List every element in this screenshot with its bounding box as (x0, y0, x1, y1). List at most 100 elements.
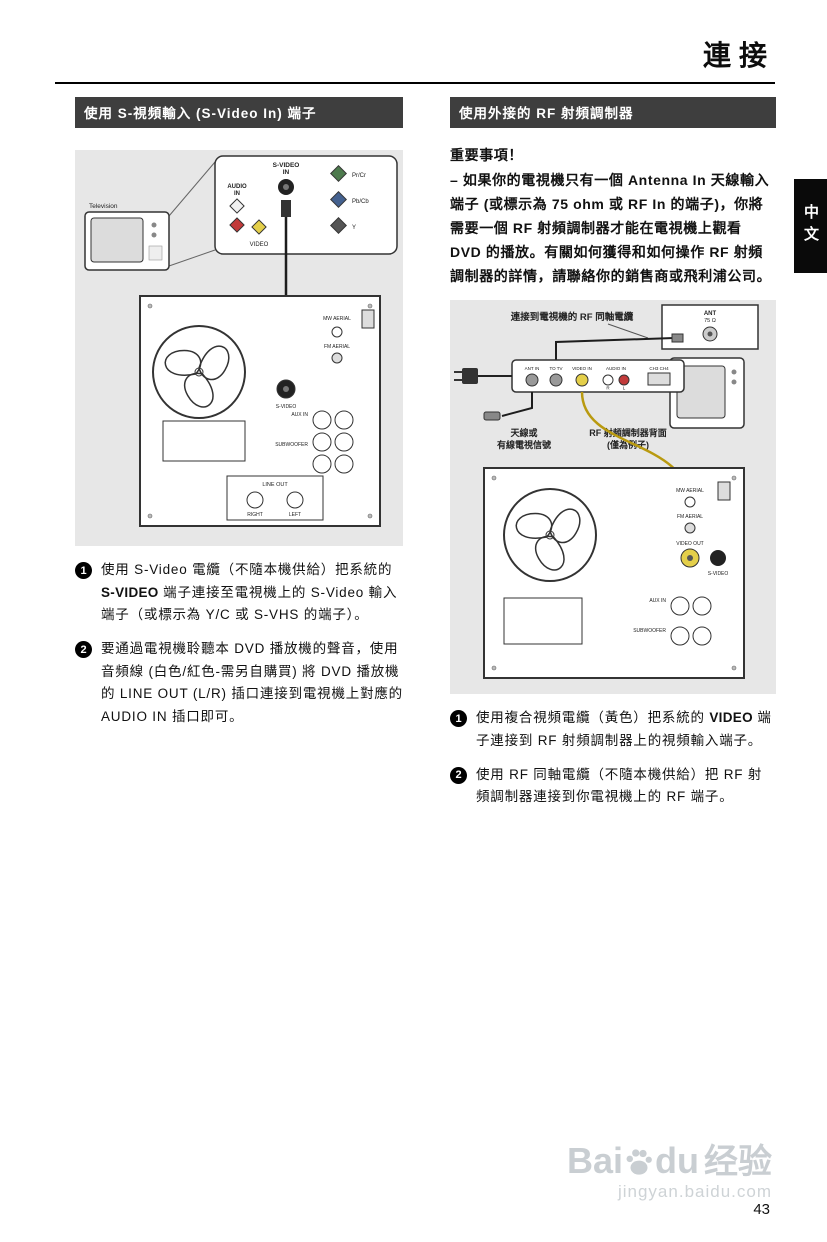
watermark-text-bai: Bai (566, 1140, 624, 1181)
rca-jack-icon (670, 626, 690, 646)
important-note: 重要事項！ – 如果你的電視機只有一個 Antenna In 天線輸入端子 (或… (450, 143, 776, 288)
section-svideo: 使用 S-視頻輸入 (S-Video In) 端子 Television (75, 97, 403, 740)
language-tab: 中文 (794, 179, 827, 273)
rf-coax-cable (555, 337, 675, 361)
rf-connection-diagram: 連接到電視機的 RF 同軸電纜 ANT 75 Ω (450, 300, 776, 695)
page-title: 連接 (702, 40, 775, 71)
watermark-text-du: du (655, 1140, 699, 1181)
line-out-label: LINE OUT (262, 482, 288, 488)
rf-modulator: ANT IN TO TV VIDEO IN AUDIO IN R L CH3 C… (454, 359, 685, 394)
component-pb-jack-icon (330, 191, 347, 208)
subwoofer-label: SUBWOOFER (275, 442, 308, 448)
tv-knob-2 (731, 379, 737, 385)
mw-aerial-jack-icon (331, 326, 343, 338)
tv-knob-1 (151, 222, 157, 228)
screw-icon (731, 666, 737, 671)
screw-icon (147, 513, 153, 519)
antenna-feed-cable (501, 392, 533, 418)
step-text-post: 端子連接到 RF 射頻調制器上的視頻輸入端子。 (476, 710, 772, 749)
step-item: 2 使用 RF 同軸電纜（不隨本機供給）把 RF 射頻調制器連接到你電視機上的 … (450, 764, 776, 809)
svideo-out-jack-icon (710, 550, 726, 567)
pb-label: Pb/Cb (352, 199, 369, 205)
audio-in-label: AUDIO IN (606, 366, 626, 371)
dvd-rear-panel: MW AERIAL FM AERIAL S-VIDEO AUX IN SUBWO… (139, 295, 381, 527)
step-number-badge: 2 (75, 641, 92, 659)
step-number-badge: 1 (75, 562, 92, 579)
step-item: 2 要通過電視機聆聽本 DVD 播放機的聲音，使用音頻線 (白色/紅色-需另自購… (75, 638, 403, 729)
l-label: L (623, 386, 626, 391)
step-text: 使用複合視頻電纜（黃色）把系統的 VIDEO 端子連接到 RF 射頻調制器上的視… (476, 707, 776, 752)
step-text-bold: S-VIDEO (101, 584, 159, 600)
svideo-zoom-panel: S-VIDEO IN AUDIO IN VIDEO Pr/Cr Pb/Cb (214, 155, 398, 255)
dvd-rear-panel-right: MW AERIAL FM AERIAL VIDEO OUT S-VIDEO AU… (483, 467, 745, 680)
step-text: 要通過電視機聆聽本 DVD 播放機的聲音，使用音頻線 (白色/紅色-需另自購買)… (101, 638, 403, 729)
cooling-fan-icon (503, 488, 597, 583)
audio-jack-white-icon (229, 198, 245, 214)
audio-l-jack-icon (618, 374, 630, 386)
pr-label: Pr/Cr (352, 173, 366, 179)
rf-instruction-steps: 1 使用複合視頻電纜（黃色）把系統的 VIDEO 端子連接到 RF 射頻調制器上… (450, 707, 776, 809)
power-plug-icon (462, 368, 478, 385)
step-text-pre: 使用複合視頻電纜（黃色）把系統的 (476, 710, 710, 726)
screw-icon (491, 666, 497, 671)
svideo-diagram-svg: Television S-VIDEO IN AUDIO IN (84, 155, 398, 527)
section-header-svideo: 使用 S-視頻輸入 (S-Video In) 端子 (75, 97, 403, 128)
screw-icon (731, 476, 737, 481)
tv-knob-1 (731, 369, 737, 375)
tv-illustration: Television (84, 203, 170, 271)
power-switch-icon (361, 309, 375, 329)
important-text: – 如果你的電視機只有一個 Antenna In 天線輸入端子 (或標示為 75… (450, 172, 772, 285)
step-number-badge: 2 (450, 766, 467, 784)
rca-jack-icon (334, 410, 354, 430)
line-out-right-jack-icon (246, 491, 264, 509)
r-label: R (606, 386, 610, 391)
rca-jack-icon (670, 596, 690, 616)
subwoofer-label: SUBWOOFER (633, 628, 666, 634)
audio-r-jack-icon (602, 374, 614, 386)
modulator-note-line2: (僅為例子) (607, 439, 649, 450)
svideo-label: S-VIDEO (708, 571, 729, 577)
watermark-url: jingyan.baidu.com (617, 1182, 772, 1201)
rf-diagram-svg: 連接到電視機的 RF 同軸電纜 ANT 75 Ω (454, 304, 759, 680)
tv-illustration-right (669, 357, 745, 430)
coax-note-pointer (607, 323, 649, 339)
ant-in-label: ANT IN (525, 366, 540, 371)
audio-jack-red-icon (229, 217, 245, 233)
coax-connector-icon (671, 333, 684, 343)
fm-aerial-label: FM AERIAL (324, 344, 350, 350)
video-in-label: VIDEO IN (572, 366, 592, 371)
line-out-left-jack-icon (286, 491, 304, 509)
section-rf-modulator: 使用外接的 RF 射頻調制器 重要事項！ – 如果你的電視機只有一個 Anten… (450, 97, 776, 820)
screw-icon (147, 303, 153, 309)
cooling-fan-icon (152, 325, 246, 419)
screw-icon (491, 476, 497, 481)
to-tv-jack-icon (549, 373, 563, 387)
mw-aerial-jack-icon (684, 496, 696, 508)
line-out-box (226, 475, 324, 521)
tv-knob-2 (151, 232, 157, 238)
mw-aerial-label: MW AERIAL (676, 488, 704, 494)
ant-screw-jack-pin (707, 331, 713, 337)
ohm-label: 75 Ω (704, 318, 716, 324)
step-item: 1 使用 S-Video 電纜（不隨本機供給）把系統的 S-VIDEO 端子連接… (75, 559, 403, 627)
fm-aerial-jack-icon (684, 522, 696, 534)
panel-callout-box (503, 597, 583, 645)
screw-icon (367, 303, 373, 309)
step-text-pre: 使用 S-Video 電纜（不隨本機供給）把系統的 (101, 562, 393, 577)
tv-screen (90, 217, 144, 263)
step-text: 使用 S-Video 電纜（不隨本機供給）把系統的 S-VIDEO 端子連接至電… (101, 559, 403, 627)
right-label: RIGHT (247, 512, 263, 518)
step-text-bold: VIDEO (709, 710, 753, 726)
callout-line-top (168, 161, 216, 217)
baidu-watermark: Bai du 经验 jingyan.baidu.com (567, 1143, 772, 1202)
tv-label: Television (89, 203, 118, 210)
step-text-post: 端子連接至電視機上的 S-Video 輸入端子（或標示為 Y/C 或 S-VHS… (101, 584, 398, 623)
fm-aerial-jack-icon (331, 352, 343, 364)
tv-speaker (148, 245, 163, 261)
panel-callout-box (162, 420, 246, 462)
rca-jack-icon (312, 432, 332, 452)
step-text: 使用 RF 同軸電纜（不隨本機供給）把 RF 射頻調制器連接到你電視機上的 RF… (476, 764, 776, 809)
audio-in-label-1: AUDIO (227, 184, 247, 190)
watermark-logo: Bai du 经验 (566, 1140, 772, 1181)
